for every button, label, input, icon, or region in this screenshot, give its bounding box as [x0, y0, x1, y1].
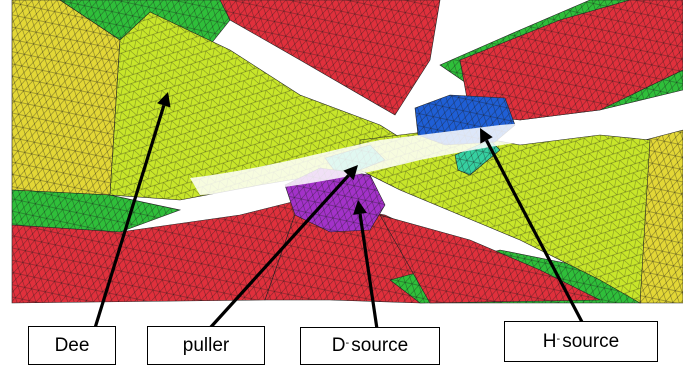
label-dee-text: Dee	[54, 334, 90, 356]
red-pole-left-top	[219, 0, 441, 116]
label-h-source-superscript: -	[556, 332, 561, 345]
yellow-block-right	[639, 129, 683, 304]
label-puller-text: puller	[182, 334, 230, 356]
arrow-h-source	[480, 128, 584, 323]
label-d-source-text: source	[351, 335, 409, 356]
yellow-block-left	[11, 0, 121, 196]
label-d-source-superscript: -	[345, 337, 350, 349]
label-d-source: D-source	[300, 327, 440, 365]
green-block-left-bottom	[11, 189, 182, 233]
arrow-d-source	[353, 200, 379, 330]
label-dee: Dee	[28, 326, 116, 365]
red-pole-right-top	[459, 0, 683, 121]
arrow-dee	[93, 92, 171, 329]
label-h-source-prefix: H	[542, 330, 557, 352]
label-d-source-prefix: D	[331, 335, 346, 356]
arrow-puller	[208, 165, 358, 330]
label-puller: puller	[147, 326, 265, 365]
label-h-source: H-source	[504, 321, 658, 362]
label-h-source-text: source	[562, 330, 620, 352]
red-pole-right-bottom	[379, 214, 601, 304]
beam-gap	[190, 110, 683, 195]
